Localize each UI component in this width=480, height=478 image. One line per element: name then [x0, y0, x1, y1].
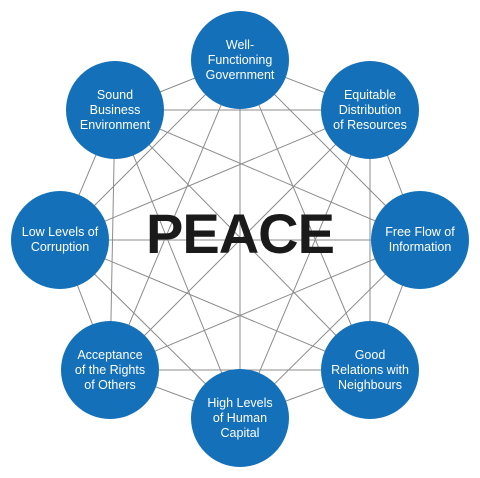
node-label: Acceptance of the Rights of Others	[74, 347, 146, 392]
connection-line	[109, 239, 421, 371]
connection-line	[239, 109, 371, 419]
connection-line	[114, 109, 241, 419]
connection-line	[239, 59, 371, 371]
node-well-functioning-government: Well- Functioning Government	[191, 11, 289, 109]
center-title: PEACE	[146, 202, 335, 265]
node-free-flow-information: Free Flow of Information	[371, 191, 469, 289]
node-label: Well- Functioning Government	[205, 37, 275, 82]
node-label: Equitable Distribution of Resources	[333, 87, 407, 132]
node-low-corruption: Low Levels of Corruption	[11, 191, 109, 289]
connection-line	[114, 109, 421, 241]
connection-line	[114, 109, 371, 371]
node-label: Low Levels of Corruption	[21, 225, 99, 254]
node-label: Good Relations with Neighbours	[331, 347, 409, 392]
node-human-capital: High Levels of Human Capital	[191, 369, 289, 467]
node-acceptance-rights: Acceptance of the Rights of Others	[61, 321, 159, 419]
connection-line	[59, 109, 371, 241]
node-equitable-distribution: Equitable Distribution of Resources	[321, 61, 419, 159]
node-good-relations: Good Relations with Neighbours	[321, 321, 419, 419]
node-label: Sound Business Environment	[79, 87, 151, 132]
node-sound-business: Sound Business Environment	[66, 61, 164, 159]
node-label: Free Flow of Information	[385, 225, 455, 254]
node-label: High Levels of Human Capital	[207, 395, 273, 440]
connection-line	[109, 59, 241, 371]
